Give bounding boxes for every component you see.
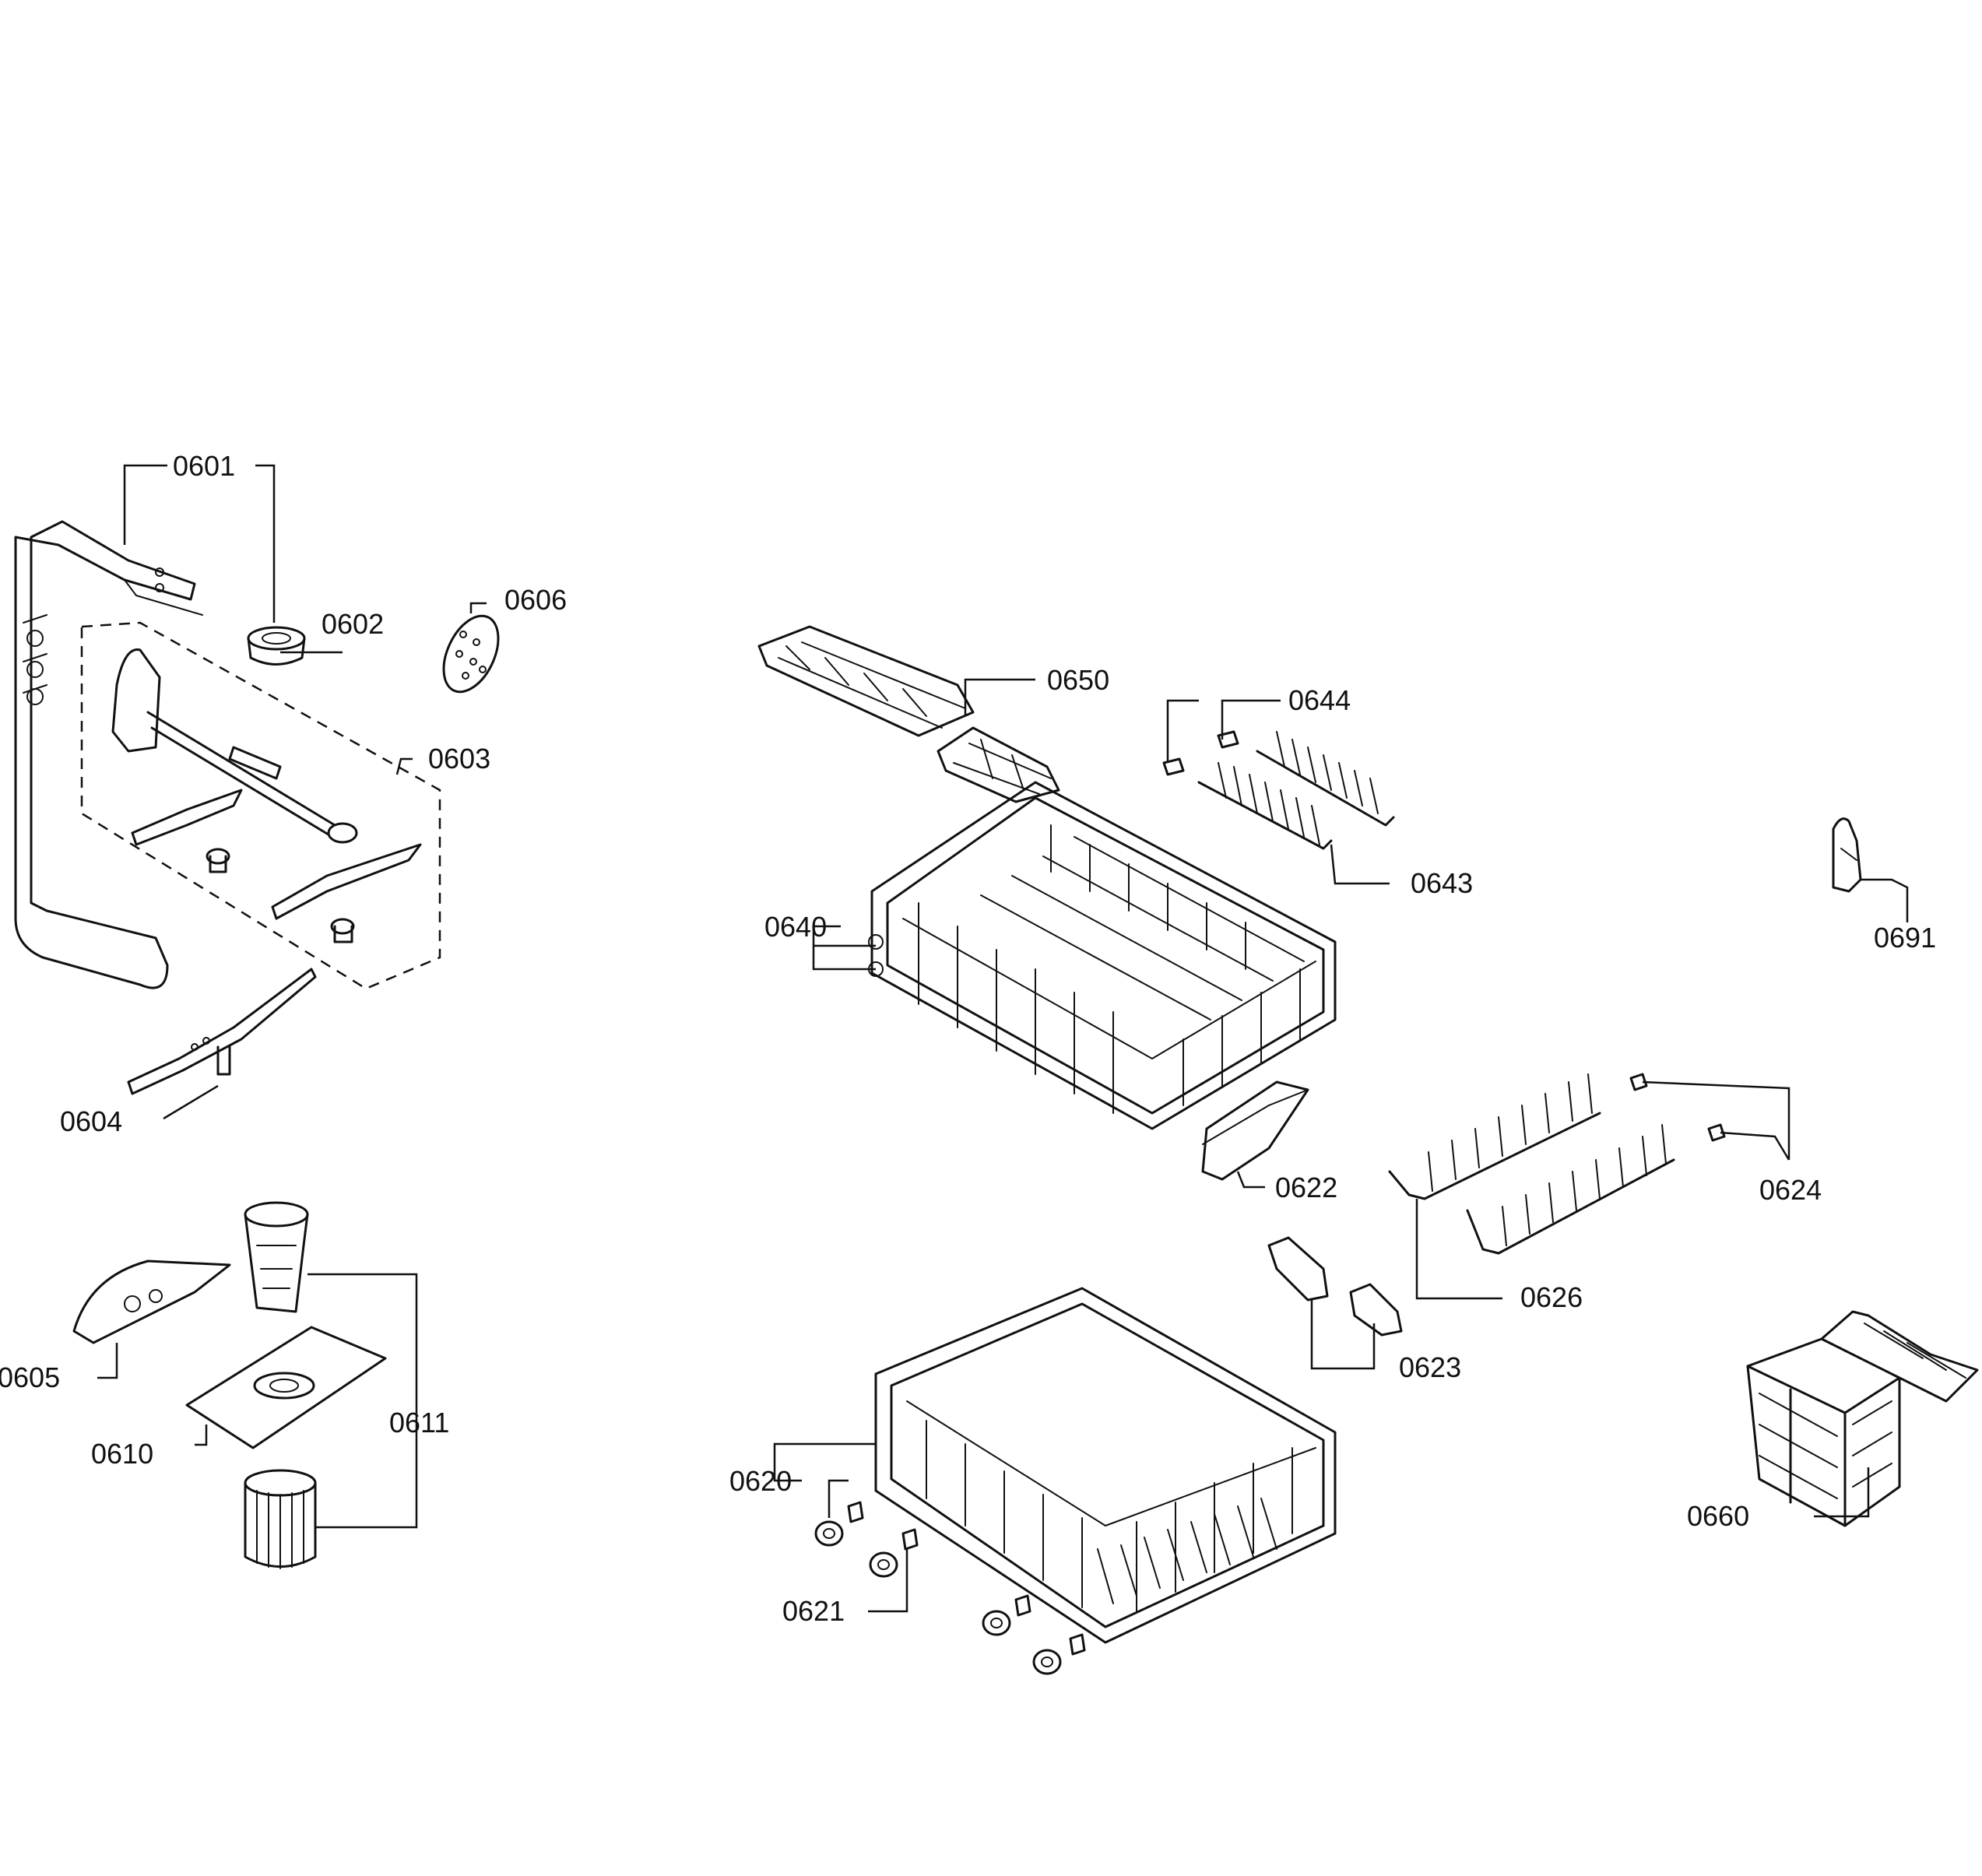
callout-0620: 0620 <box>729 1465 792 1497</box>
callout-0660: 0660 <box>1687 1500 1749 1532</box>
leader-lines <box>97 464 1909 1613</box>
callout-0623: 0623 <box>1399 1351 1461 1383</box>
callout-0626: 0626 <box>1520 1281 1583 1313</box>
upper-spray-arm-part <box>111 648 422 943</box>
rack-adjusters-part <box>1267 1236 1403 1337</box>
lower-spray-arm-part <box>127 968 317 1095</box>
rack-wheels-part <box>814 1501 1086 1675</box>
upper-rack-part <box>868 781 1337 1130</box>
callout-0621: 0621 <box>782 1595 845 1627</box>
filter-cover-part <box>72 1259 231 1344</box>
filter-plate-part <box>185 1326 387 1449</box>
lower-rack-part <box>874 1287 1337 1644</box>
callout-0603: 0603 <box>428 743 490 775</box>
tine-clips-part <box>1629 1073 1726 1142</box>
callout-0644: 0644 <box>1288 684 1351 716</box>
callout-0602: 0602 <box>322 608 384 640</box>
cutlery-basket-part <box>1746 1310 1979 1527</box>
callout-0640: 0640 <box>764 911 827 943</box>
callout-0610: 0610 <box>91 1438 153 1470</box>
spray-arm-group-outline <box>80 621 441 990</box>
supply-pipe-part <box>14 520 203 989</box>
filter-disc-part <box>442 614 500 694</box>
tine-rows-part <box>1388 1073 1675 1255</box>
callout-0605: 0605 <box>0 1361 60 1393</box>
callout-0622: 0622 <box>1275 1172 1337 1203</box>
utensil-holder-part <box>1201 1080 1309 1181</box>
callout-0604: 0604 <box>60 1105 122 1137</box>
folding-tines-part <box>1197 731 1395 850</box>
fine-filter-part <box>244 1469 317 1569</box>
callout-0624: 0624 <box>1759 1174 1822 1206</box>
callout-0691: 0691 <box>1874 922 1936 954</box>
callout-0611: 0611 <box>389 1407 449 1439</box>
rack-latch-part <box>1832 817 1862 893</box>
nut-part <box>247 626 306 666</box>
callout-0650: 0650 <box>1047 664 1109 696</box>
callout-0601: 0601 <box>173 450 235 482</box>
cup-shelf-part <box>757 625 1060 803</box>
callout-0643: 0643 <box>1411 867 1473 899</box>
callout-0606: 0606 <box>504 584 567 616</box>
filter-tower-part <box>244 1201 309 1313</box>
rack-clips-part <box>1162 730 1239 776</box>
